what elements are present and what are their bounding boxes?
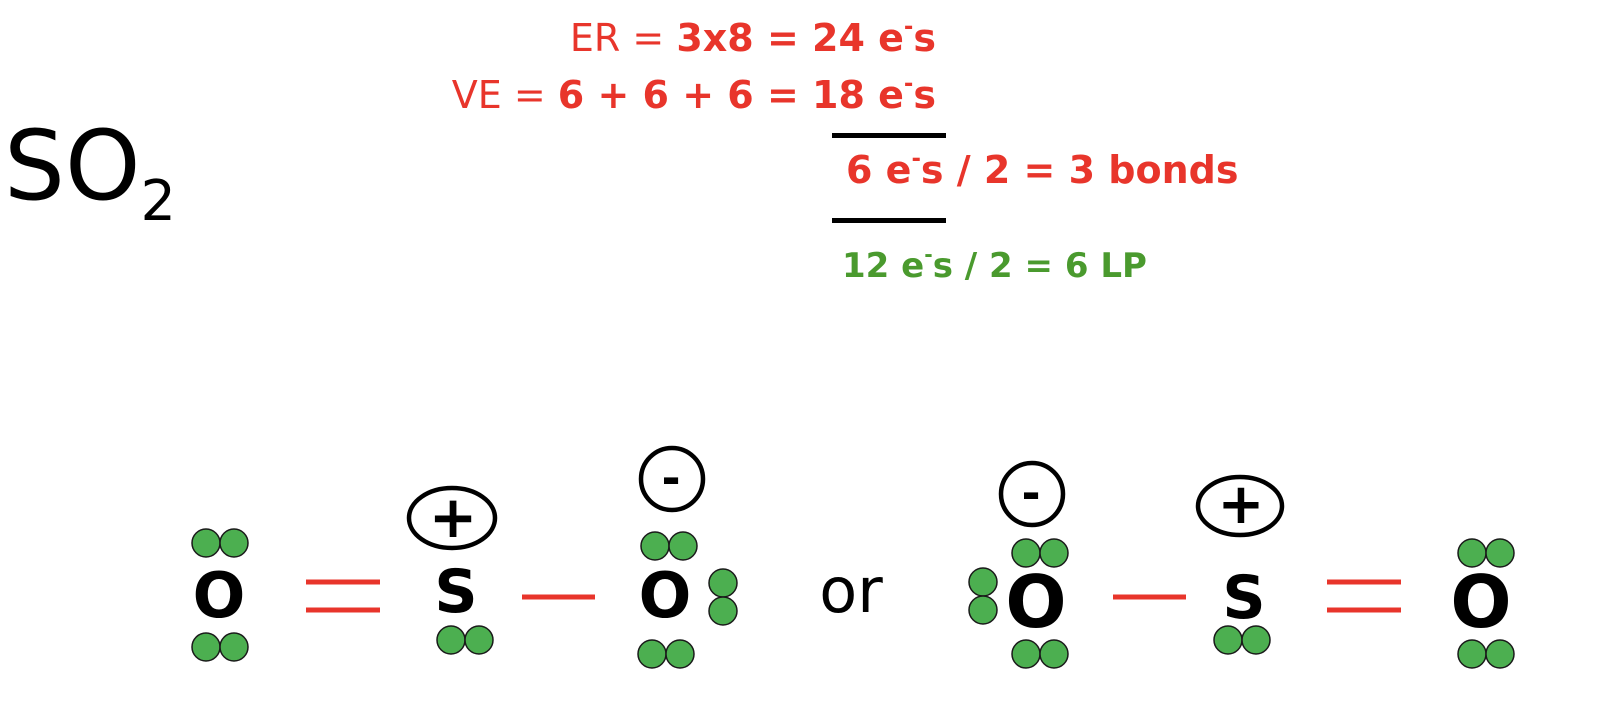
lp-post: s / 2 = 6 LP bbox=[932, 246, 1147, 286]
atom-b-right-oxygen: O bbox=[1450, 560, 1512, 644]
molecule-formula: SO2 bbox=[4, 118, 176, 229]
atom-a-right-oxygen: O bbox=[638, 559, 692, 632]
atom-b-sulfur: S bbox=[1222, 563, 1266, 633]
subtraction-rule-1 bbox=[832, 133, 946, 138]
lone-pair-b-right-o-bottom bbox=[1457, 639, 1515, 669]
double-bond-b bbox=[1327, 579, 1401, 613]
bonds-post: s / 2 = 3 bonds bbox=[920, 148, 1239, 192]
charge-a-sulfur: + bbox=[428, 483, 478, 551]
lone-pair-a-right-o-bottom bbox=[637, 639, 695, 669]
bonds-superscript: - bbox=[911, 145, 921, 172]
bonds-pre: 6 e bbox=[846, 148, 912, 192]
charge-b-sulfur: + bbox=[1217, 472, 1265, 537]
atom-b-left-oxygen: O bbox=[1005, 560, 1067, 644]
ve-label: VE = bbox=[451, 73, 558, 117]
lone-pair-a-right-o-top bbox=[640, 531, 698, 561]
lone-pair-b-s-bottom bbox=[1213, 625, 1271, 655]
atom-a-left-oxygen: O bbox=[192, 559, 246, 632]
lone-pair-b-left-o-side bbox=[968, 567, 998, 625]
electrons-required-line: ER = 3x8 = 24 e-s bbox=[569, 16, 936, 60]
bonds-line: 6 e-s / 2 = 3 bonds bbox=[846, 148, 1239, 192]
er-label: ER = bbox=[569, 16, 677, 60]
charge-circle-b-s bbox=[1195, 474, 1285, 538]
formula-main: SO bbox=[4, 110, 141, 222]
lp-pre: 12 e bbox=[842, 246, 925, 286]
ve-superscript: - bbox=[903, 70, 914, 97]
lone-pair-a-left-o-bottom bbox=[191, 632, 249, 662]
charge-b-left-oxygen: - bbox=[1021, 466, 1041, 520]
lone-pair-b-right-o-top bbox=[1457, 538, 1515, 568]
charge-circle-b-left-o bbox=[998, 460, 1066, 528]
charge-a-right-oxygen: - bbox=[661, 451, 681, 505]
lone-pair-a-right-o-side bbox=[708, 568, 738, 626]
er-value: 3x8 = 24 e bbox=[676, 16, 904, 60]
charge-circle-a-s bbox=[406, 485, 498, 551]
double-bond-a bbox=[306, 579, 380, 613]
subtraction-rule-2 bbox=[832, 218, 946, 223]
lone-pair-a-left-o-top bbox=[191, 528, 249, 558]
er-suffix: s bbox=[913, 16, 936, 60]
lone-pair-a-s-bottom bbox=[436, 625, 494, 655]
ve-suffix: s bbox=[913, 73, 936, 117]
er-superscript: - bbox=[903, 13, 914, 40]
lone-pairs-line: 12 e-s / 2 = 6 LP bbox=[842, 245, 1147, 286]
lone-pair-b-left-o-bottom bbox=[1011, 639, 1069, 669]
atom-a-sulfur: S bbox=[434, 557, 478, 627]
lone-pair-b-left-o-top bbox=[1011, 538, 1069, 568]
or-separator: or bbox=[819, 554, 883, 627]
charge-circle-a-right-o bbox=[638, 445, 706, 513]
formula-subscript: 2 bbox=[140, 169, 176, 235]
valence-electrons-line: VE = 6 + 6 + 6 = 18 e-s bbox=[451, 73, 936, 117]
lp-superscript: - bbox=[924, 242, 933, 267]
ve-value: 6 + 6 + 6 = 18 e bbox=[557, 73, 904, 117]
